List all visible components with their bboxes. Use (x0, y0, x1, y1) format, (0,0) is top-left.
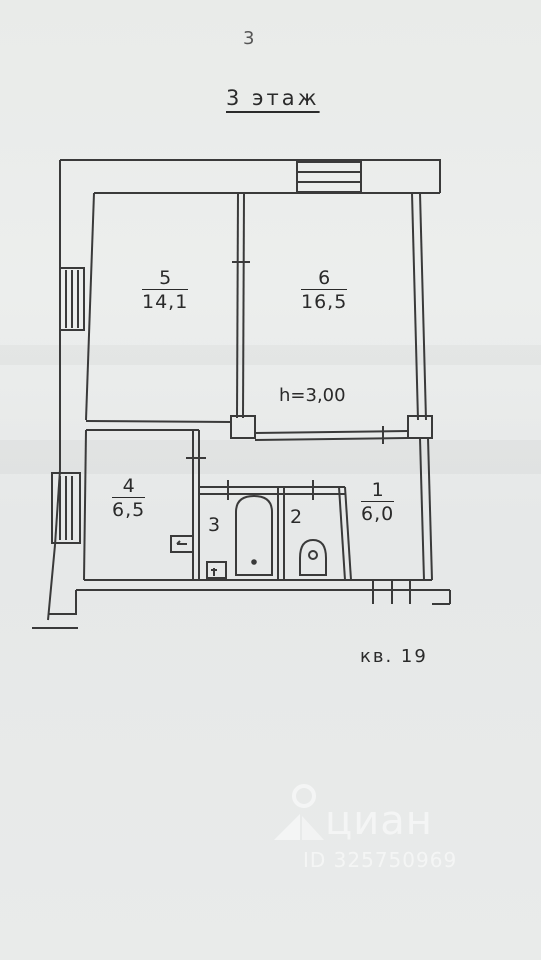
watermark-id: ID 325750969 (303, 848, 458, 872)
scribble-mark: 3 (243, 28, 255, 49)
room-number: 1 (361, 480, 395, 502)
room-area: 6,0 (361, 502, 395, 525)
inner-wall-left (85, 192, 95, 421)
room-area: 16,5 (301, 290, 348, 313)
room-label-3: 3 (208, 514, 221, 536)
room-number: 5 (142, 268, 189, 290)
room-label-4: 4 6,5 (112, 476, 146, 521)
room-number: 6 (301, 268, 348, 290)
column-right (407, 415, 433, 439)
toilet-icon (299, 538, 327, 576)
washbasin-icon (206, 561, 227, 579)
room-label-1: 1 6,0 (361, 480, 395, 525)
watermark: циан ID 325750969 (270, 780, 500, 880)
room-label-6: 6 16,5 (301, 268, 348, 313)
ceiling-height-label: h=3,00 (279, 385, 346, 406)
window-top (296, 161, 362, 193)
window-left-upper (59, 267, 85, 331)
column-left (230, 415, 256, 439)
location-pin-house-icon (274, 784, 324, 840)
outer-wall-left-lower (47, 544, 56, 621)
room-area: 6,5 (112, 498, 146, 521)
room-label-5: 5 14,1 (142, 268, 189, 313)
room-area: 14,1 (142, 290, 189, 313)
watermark-brand: циан (325, 798, 433, 844)
scan-noise-band (0, 440, 541, 474)
room-number: 4 (112, 476, 146, 498)
bathtub-icon (235, 494, 273, 576)
floor-title: 3 этаж (226, 86, 320, 110)
outer-wall-top (60, 159, 441, 193)
scan-noise-band (0, 345, 541, 365)
room-label-2: 2 (290, 506, 303, 528)
window-left-lower (51, 472, 81, 544)
apartment-label: кв. 19 (360, 646, 428, 667)
radiator-icon (170, 535, 194, 553)
